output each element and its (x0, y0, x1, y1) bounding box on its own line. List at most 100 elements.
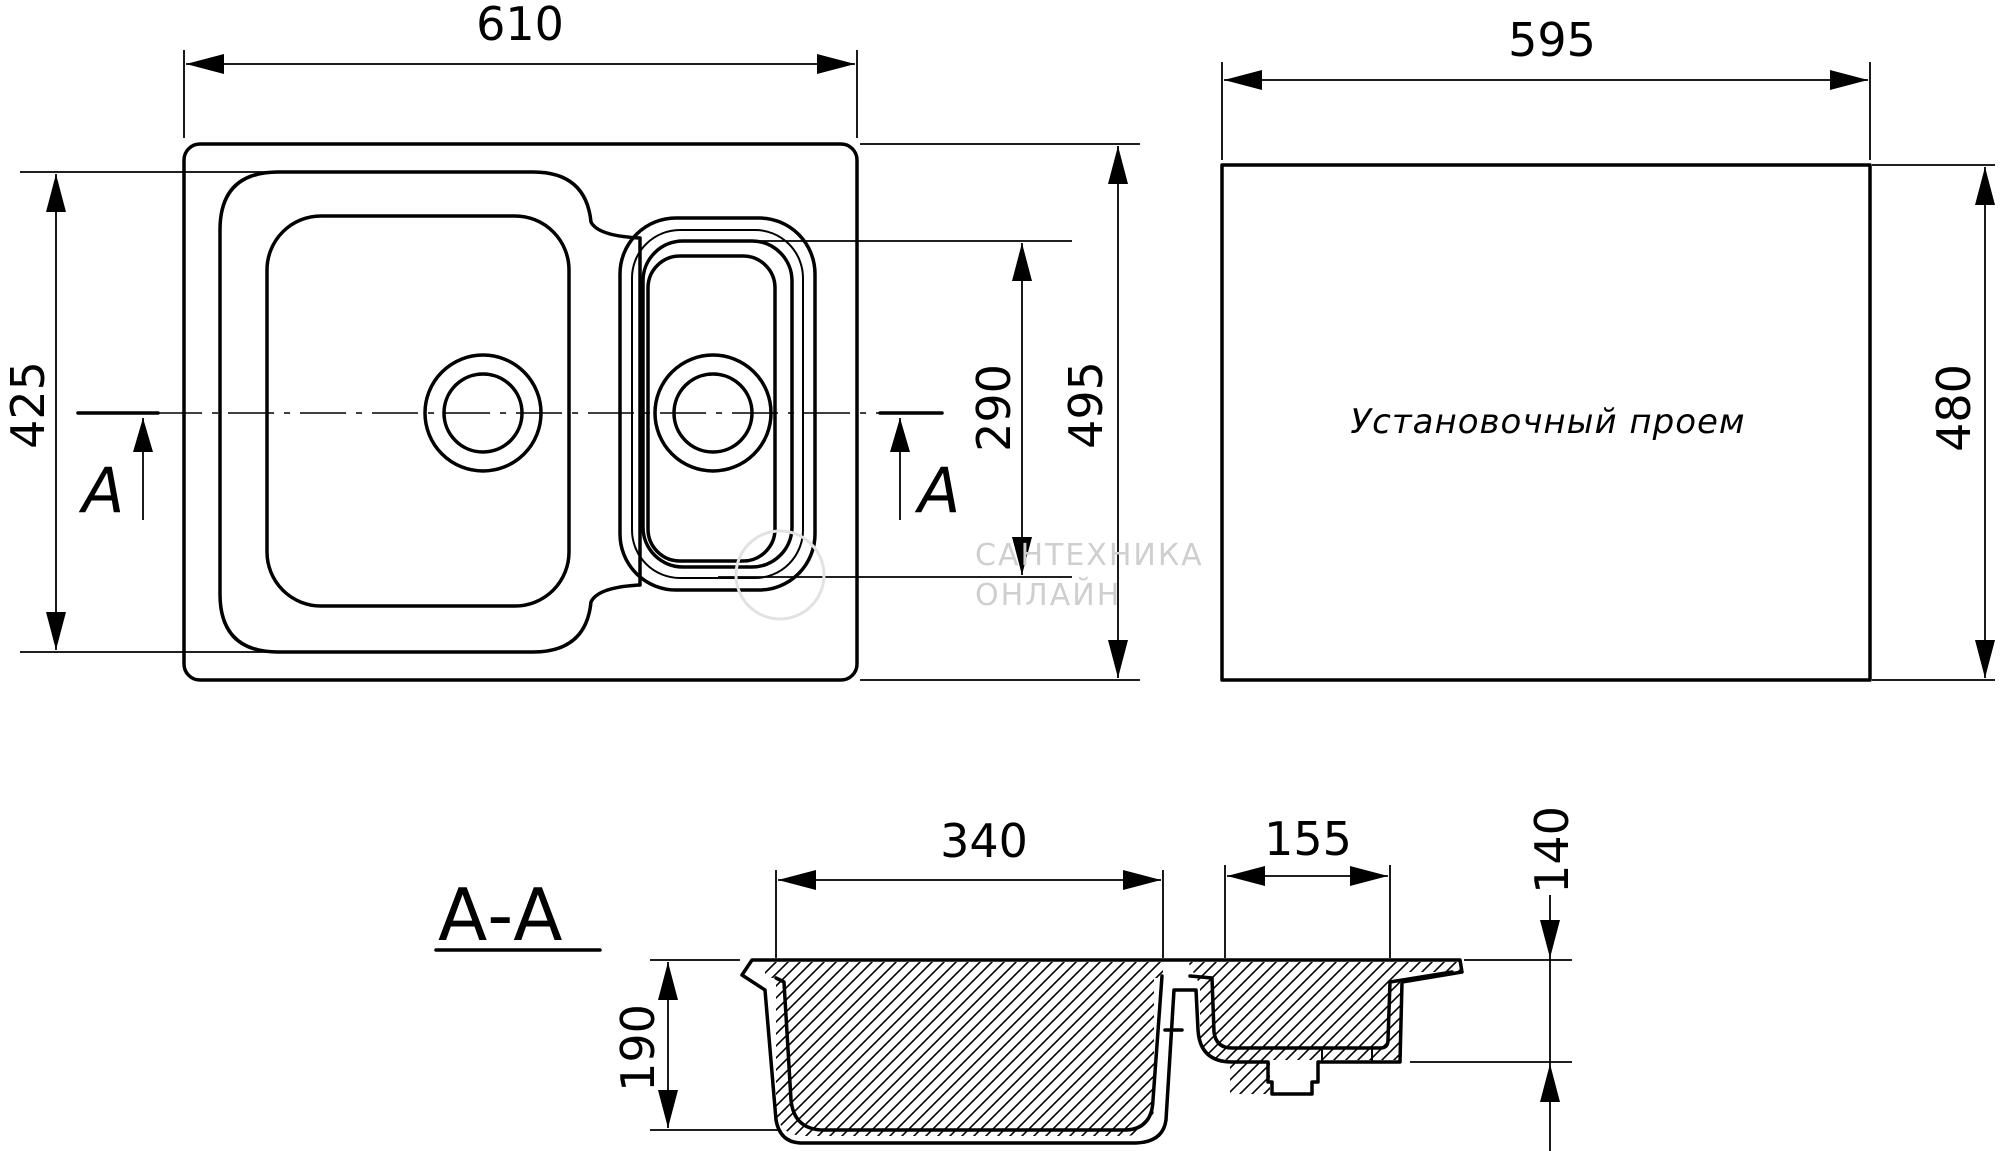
hatch-line (765, 962, 861, 1136)
hatch-line (1207, 962, 1409, 1094)
hatch-line (839, 962, 1041, 1136)
hatch-line (1279, 962, 1460, 1094)
hatch-line (767, 962, 969, 1136)
cutout-label: Установочный проем (1350, 402, 1745, 442)
watermark-logo-icon (734, 529, 826, 621)
hatch-line (1103, 962, 1163, 1136)
hatch-line (765, 962, 909, 1136)
hatch-line (765, 962, 873, 1136)
hatch-line (765, 962, 945, 1136)
small-bowl-middle (631, 229, 804, 579)
section-arrow-right (890, 418, 910, 452)
hatch-line (765, 962, 885, 1136)
section-view: А-А 340 155 190 (434, 806, 1672, 1151)
hatch-line (983, 962, 1163, 1136)
hatch-line (1459, 962, 1460, 1094)
hatch-line (1219, 962, 1421, 1094)
hatch-line (765, 962, 825, 1136)
hatch-line (887, 962, 1089, 1136)
hatch-line (765, 962, 957, 1136)
hatch-line (1188, 962, 1277, 1094)
dim-depth-190: 190 (611, 1004, 665, 1092)
hatch-line (1195, 962, 1397, 1094)
hatch-line (851, 962, 1053, 1136)
hatch-line (1267, 962, 1460, 1094)
hatch-line (779, 962, 981, 1136)
hatch-line (875, 962, 1077, 1136)
hatch-line (1079, 962, 1163, 1136)
sink-outline (182, 142, 859, 682)
hatch-line (1411, 962, 1460, 1094)
top-view-dimensions: 610 495 425 290 (1, 0, 1140, 681)
dim-height-290: 290 (967, 364, 1021, 452)
hatch-line (791, 962, 993, 1136)
dim-width-610: 610 (476, 0, 564, 51)
hatch-line (765, 962, 813, 1136)
section-outer-profile (740, 958, 1464, 1145)
hatch-line (1423, 962, 1460, 1094)
hatch-line (935, 962, 1137, 1136)
hatch-line (947, 962, 1149, 1136)
hatch-line (1188, 962, 1253, 1094)
large-bowl-inner (265, 214, 571, 608)
dim-height-495: 495 (1059, 361, 1113, 449)
large-bowl-outer (218, 170, 642, 654)
hatch-line (1188, 962, 1373, 1094)
hatch-line (911, 962, 1113, 1136)
hatch-line (1188, 962, 1325, 1094)
section-title: А-А (438, 873, 563, 957)
hatch-line (1399, 962, 1460, 1094)
dim-height-480: 480 (1927, 364, 1981, 452)
hatch-line (1188, 962, 1349, 1094)
hatch-line (863, 962, 1065, 1136)
hatch-line (1188, 962, 1265, 1094)
small-bowl-inner (646, 254, 777, 563)
hatch-line (1231, 962, 1433, 1094)
hatch-line (1188, 962, 1289, 1094)
section-hatching (765, 950, 1672, 1150)
hatch-line (1188, 962, 1241, 1094)
hatch-line (1435, 962, 1460, 1094)
hatch-line (803, 962, 1005, 1136)
hatch-line (1339, 962, 1460, 1094)
hatch-line (815, 962, 1017, 1136)
hatch-line (1031, 962, 1163, 1136)
hatch-line (1091, 962, 1163, 1136)
hatch-line (1188, 962, 1313, 1094)
hatch-line (899, 962, 1101, 1136)
section-letter-right: A (914, 454, 960, 527)
hatch-line (1067, 962, 1163, 1136)
svg-text:САНТЕХНИКА: САНТЕХНИКА (975, 538, 1204, 573)
hatch-line (971, 962, 1163, 1136)
svg-text:ОНЛАЙН: ОНЛАЙН (975, 577, 1121, 613)
hatch-line (827, 962, 1029, 1136)
hatch-line (1007, 962, 1163, 1136)
hatch-line (765, 962, 777, 1136)
hatch-line (1327, 962, 1460, 1094)
hatch-line (923, 962, 1125, 1136)
dim-width-340: 340 (940, 814, 1028, 868)
hatch-line (1447, 962, 1460, 1094)
section-small-bowl-inner (1188, 970, 1454, 1050)
watermark: САНТЕХНИКА ОНЛАЙН (734, 529, 1204, 621)
cutout-outline (1220, 163, 1872, 682)
hatch-line (765, 962, 849, 1136)
dim-depth-140: 140 (1525, 806, 1579, 894)
hatch-line (1255, 962, 1457, 1094)
hatch-line (1472, 950, 1672, 1150)
hatch-line (765, 962, 837, 1136)
hatch-line (1188, 962, 1385, 1094)
dim-height-425: 425 (1, 361, 55, 449)
hatch-line (959, 962, 1161, 1136)
hatch-line (1351, 962, 1460, 1094)
dim-width-155: 155 (1264, 812, 1352, 866)
section-arrow-left (133, 418, 153, 452)
mounting-cutout: Установочный проем 595 480 (1220, 13, 1995, 682)
hatch-line (765, 962, 921, 1136)
small-bowl-rim (641, 239, 794, 569)
section-large-bowl-inner (774, 974, 1164, 1132)
section-letter-left: A (78, 454, 124, 527)
hatch-line (1164, 950, 1364, 1150)
hatch-line (1188, 962, 1361, 1094)
